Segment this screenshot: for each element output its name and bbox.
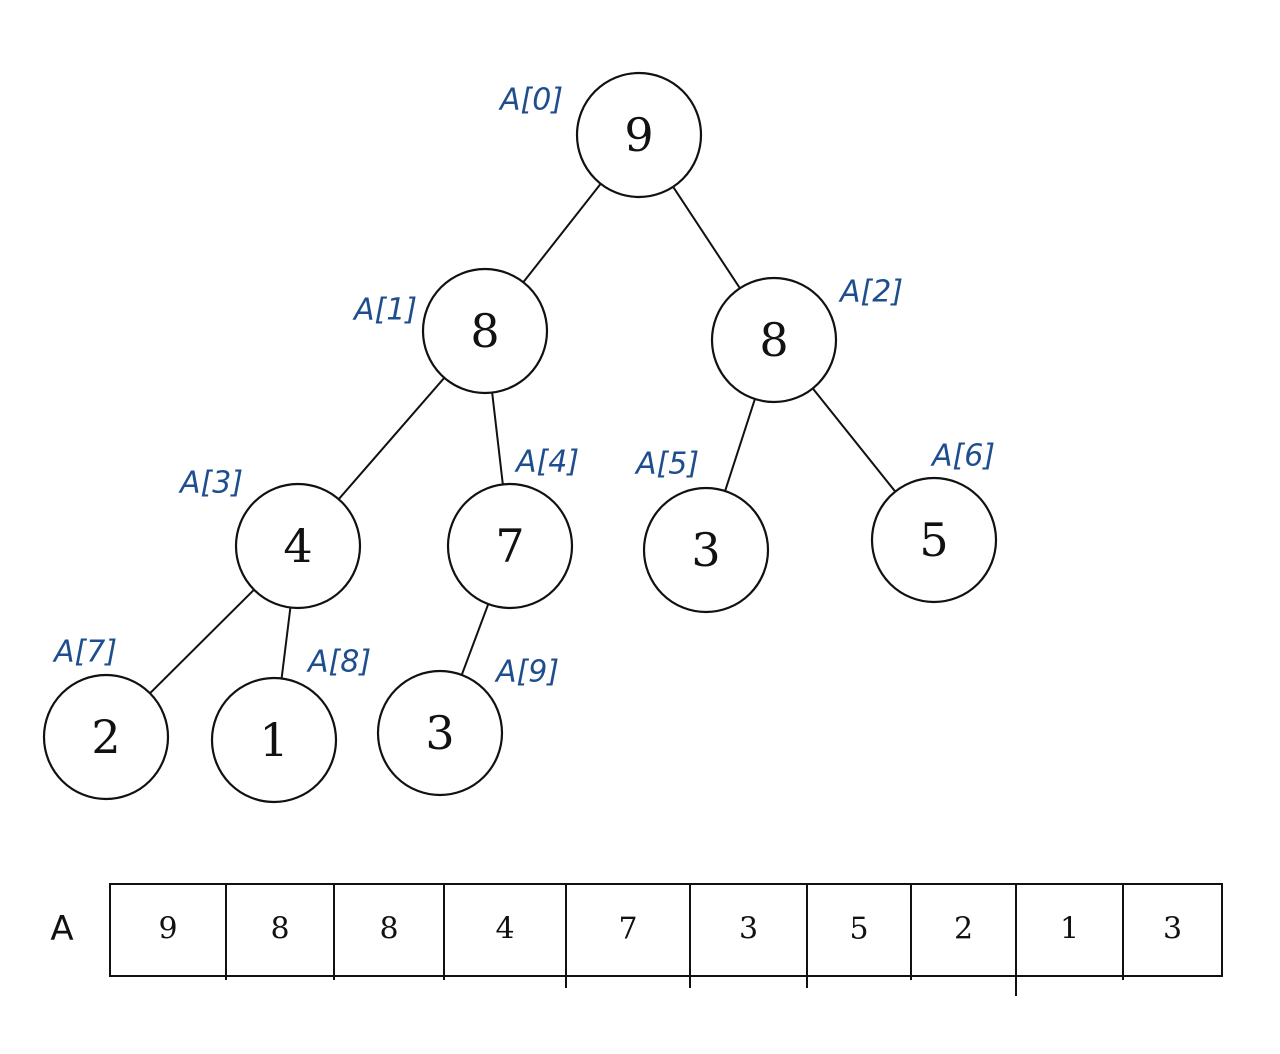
- node-circle: [421, 267, 549, 395]
- tree-nodes: 9 8 8 4 7 3 5 2 1 3: [42, 71, 998, 804]
- heap-node: 8: [710, 276, 838, 404]
- node-index-label: A[6]: [930, 439, 995, 474]
- heap-node: 8: [421, 267, 549, 395]
- array-cell-value: 8: [379, 912, 398, 947]
- node-value: 8: [759, 313, 788, 367]
- heap-node: 1: [210, 676, 338, 804]
- node-value: 2: [91, 710, 120, 764]
- array-cell-value: 7: [618, 912, 637, 947]
- node-value: 1: [259, 713, 288, 767]
- node-index-label: A[4]: [514, 445, 579, 480]
- node-circle: [234, 482, 362, 610]
- heap-node: 5: [870, 476, 998, 604]
- node-circle: [575, 71, 703, 199]
- node-value: 4: [283, 519, 312, 573]
- node-value: 8: [470, 304, 499, 358]
- array-strip: A 9 8 8 4 7 3 5 2 1 3: [50, 883, 1223, 996]
- heap-node: 9: [575, 71, 703, 199]
- array-cell-value: 2: [954, 912, 973, 947]
- tree-edge: [669, 182, 754, 308]
- heap-node: 4: [234, 482, 362, 610]
- array-cell-value: 8: [270, 912, 289, 947]
- node-circle: [42, 673, 170, 801]
- node-value: 7: [495, 519, 524, 573]
- array-cell-value: 3: [1163, 912, 1182, 947]
- node-index-label: A[7]: [52, 635, 117, 670]
- array-cell-value: 5: [849, 912, 868, 947]
- node-value: 3: [691, 523, 720, 577]
- heap-node: 7: [446, 482, 574, 610]
- tree-edge: [809, 384, 911, 510]
- node-value: 3: [425, 706, 454, 760]
- node-index-label: A[3]: [178, 466, 243, 501]
- heap-node: 3: [376, 669, 504, 797]
- tree-edge: [323, 373, 448, 517]
- array-cell-value: 9: [158, 912, 177, 947]
- heap-node: 3: [642, 486, 770, 614]
- node-circle: [642, 486, 770, 614]
- array-cell-value: 3: [739, 912, 758, 947]
- node-circle: [210, 676, 338, 804]
- node-index-label: A[9]: [494, 655, 559, 690]
- array-cell-value: 4: [495, 912, 514, 947]
- heap-node: 2: [42, 673, 170, 801]
- node-index-label: A[2]: [838, 275, 903, 310]
- node-circle: [710, 276, 838, 404]
- node-index-label: A[1]: [352, 293, 417, 328]
- tree-edge: [508, 179, 605, 301]
- node-circle: [376, 669, 504, 797]
- tree-edges: [133, 179, 911, 710]
- node-index-label: A[8]: [306, 645, 371, 680]
- node-value: 5: [919, 513, 948, 567]
- node-circle: [870, 476, 998, 604]
- node-index-label: A[0]: [498, 83, 563, 118]
- node-value: 9: [624, 108, 653, 162]
- index-labels: A[0] A[1] A[2] A[3] A[4] A[5] A[6] A[7] A[8] A[9]: [52, 83, 995, 690]
- array-name-label: A: [50, 909, 73, 949]
- node-circle: [446, 482, 574, 610]
- tree-edge: [133, 585, 258, 710]
- node-index-label: A[5]: [634, 447, 699, 482]
- array-box: [109, 883, 1223, 977]
- array-cell-value: 1: [1060, 912, 1079, 947]
